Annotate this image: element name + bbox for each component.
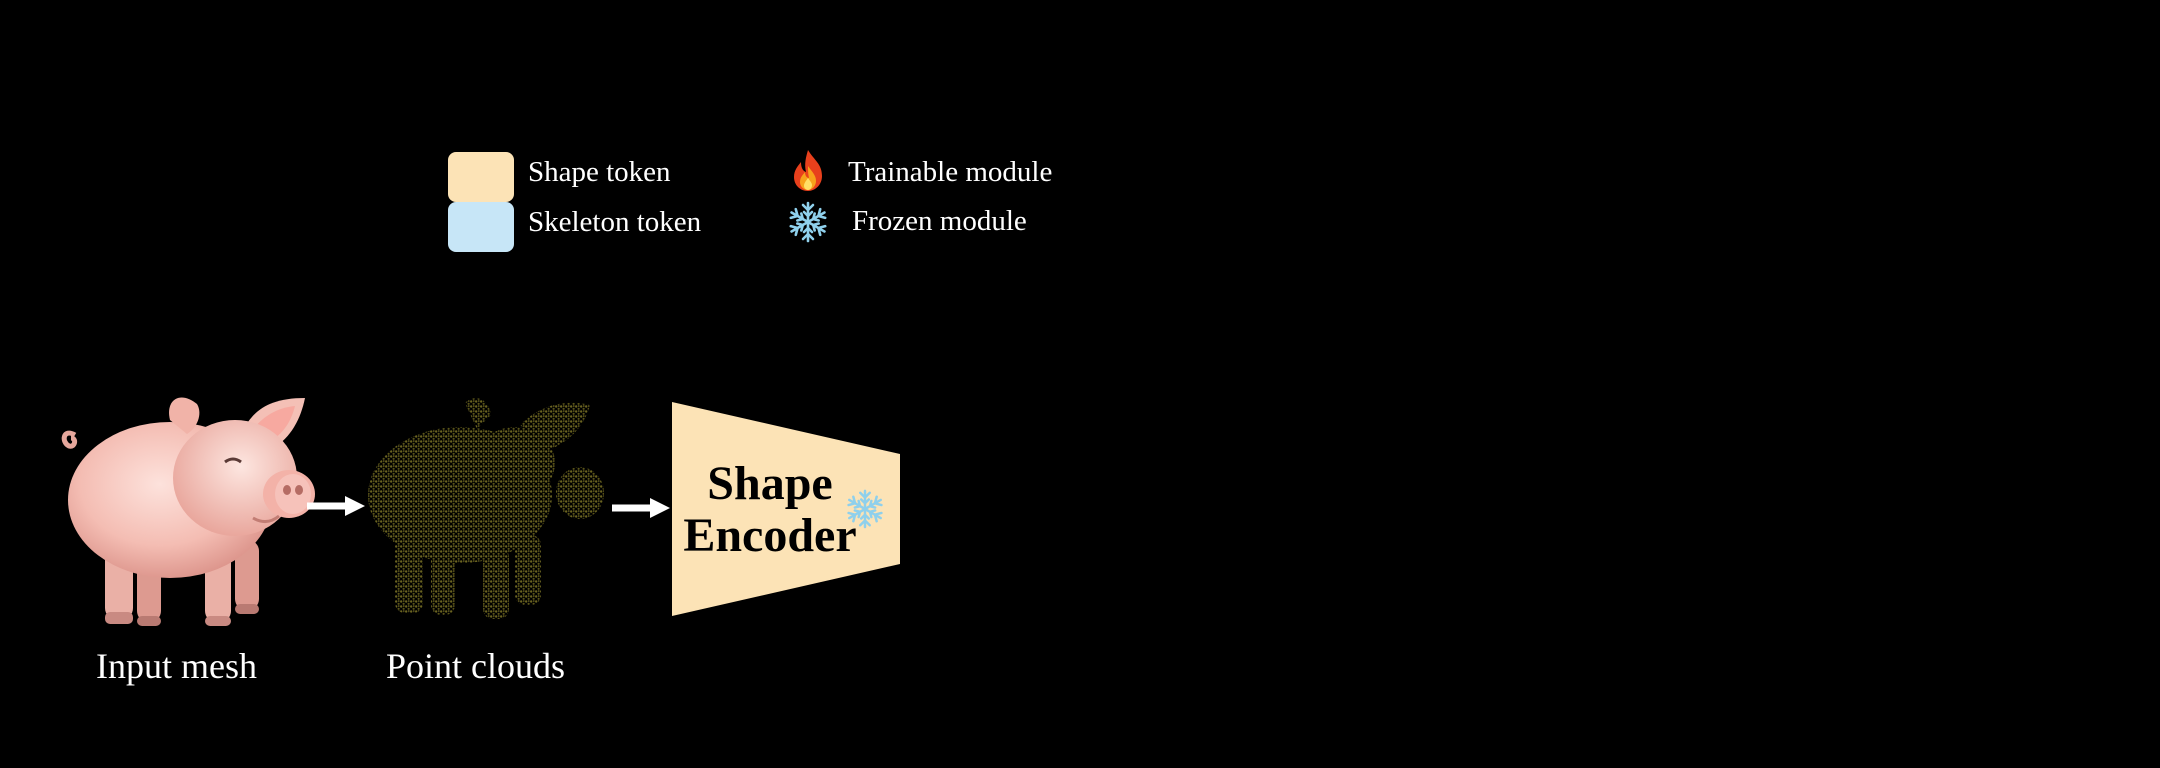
skeleton-token-label: Skeleton token bbox=[528, 206, 702, 238]
fire-icon bbox=[794, 150, 822, 191]
skeleton-token-swatch bbox=[448, 202, 514, 252]
encoder-snowflake-icon bbox=[845, 489, 885, 529]
input-mesh-caption: Input mesh bbox=[96, 646, 257, 686]
arrow-pointcloud-to-encoder bbox=[612, 498, 670, 518]
frozen-module-label: Frozen module bbox=[852, 205, 1027, 237]
shape-token-swatch bbox=[448, 152, 514, 202]
shape-encoder-line2: Encoder bbox=[683, 509, 857, 562]
trainable-module-label: Trainable module bbox=[848, 156, 1053, 188]
shape-token-label: Shape token bbox=[528, 156, 671, 188]
shape-encoder-label: Shape Encoder bbox=[682, 458, 858, 562]
point-cloud-image bbox=[368, 398, 604, 619]
shape-encoder-line1: Shape bbox=[707, 457, 833, 510]
shape-encoder-block bbox=[672, 402, 900, 616]
arrow-mesh-to-pointcloud bbox=[307, 496, 365, 516]
pig-mesh-image bbox=[61, 397, 315, 626]
point-clouds-caption: Point clouds bbox=[386, 646, 566, 686]
snowflake-icon bbox=[787, 201, 829, 243]
